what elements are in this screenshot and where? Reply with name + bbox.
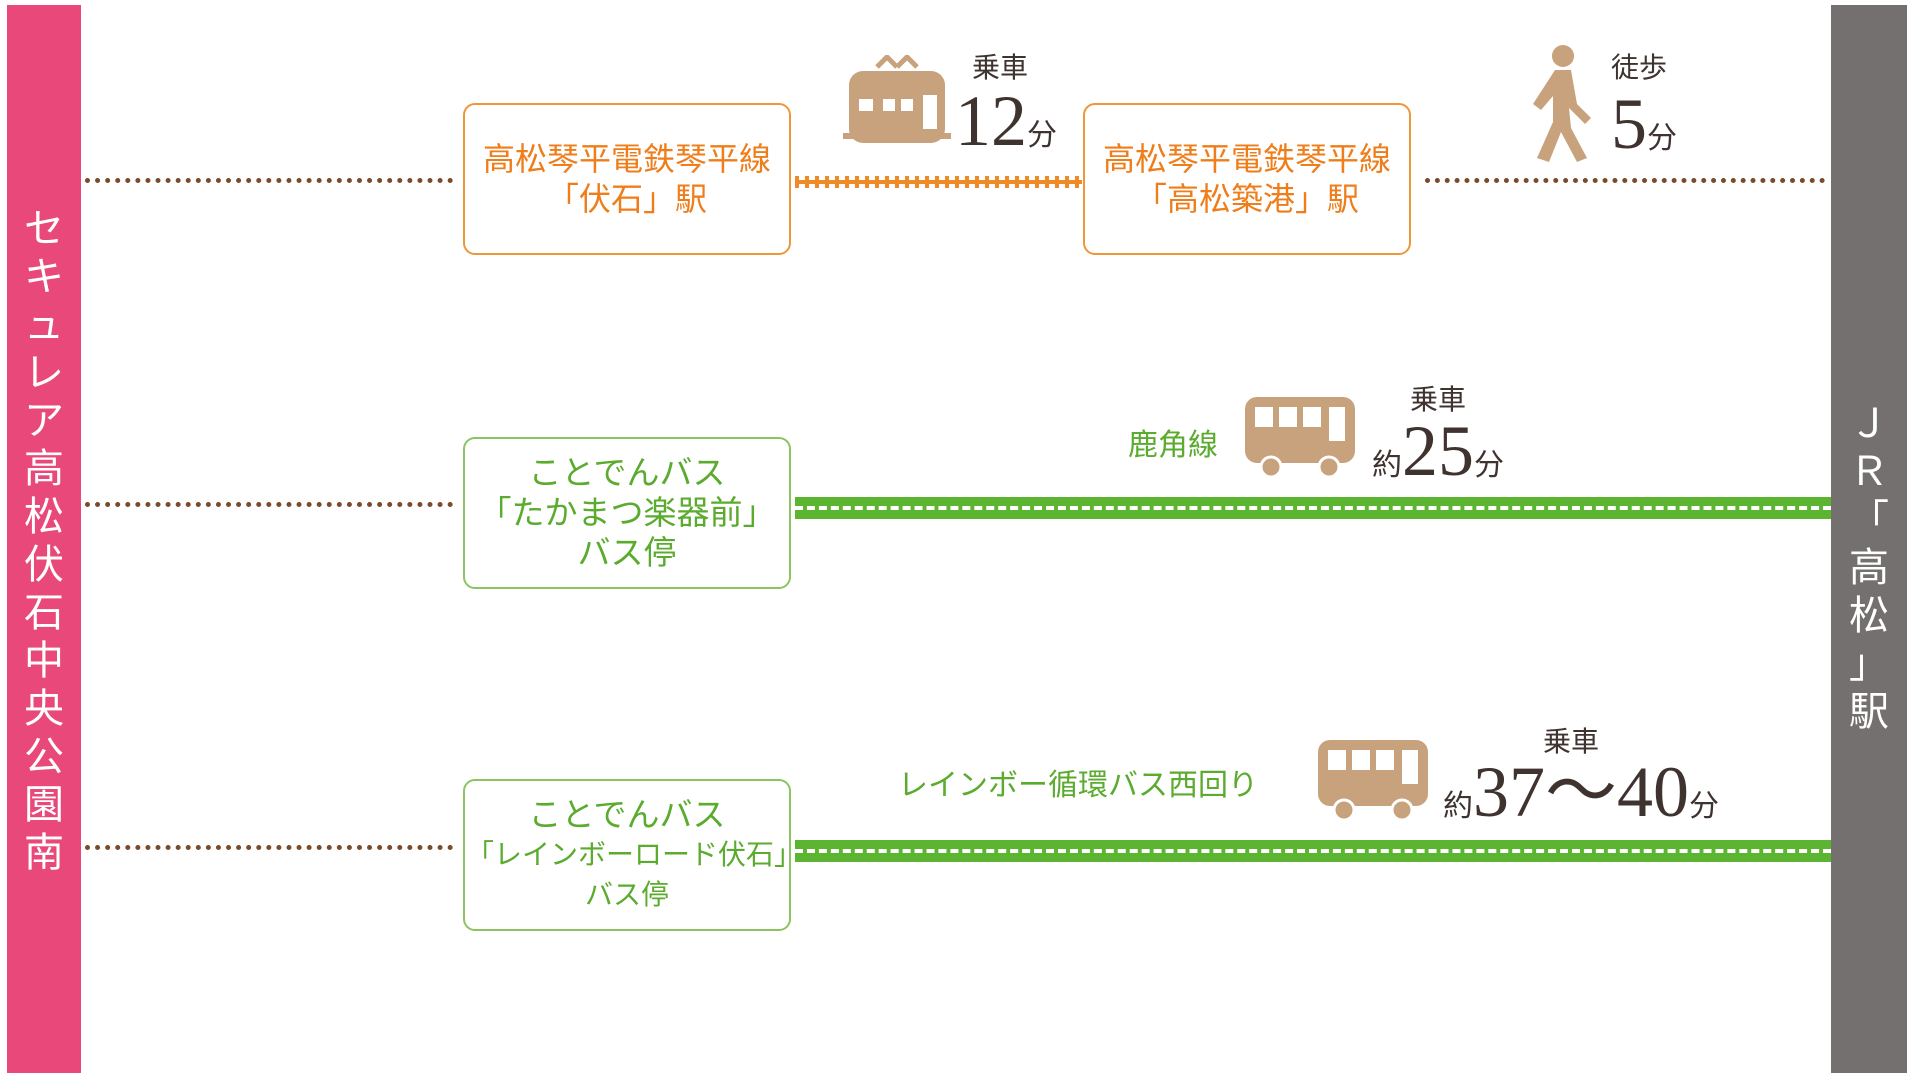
bus-company: ことでんバス xyxy=(528,795,726,834)
minute-unit: 分 xyxy=(1027,118,1057,153)
walk-dots-route3-start xyxy=(85,845,453,850)
bus-icon xyxy=(1245,397,1355,479)
origin-char: 南 xyxy=(24,830,64,876)
destination-char: 駅 xyxy=(1849,689,1889,735)
ride-minutes: 25 xyxy=(1402,411,1474,491)
train-icon xyxy=(843,55,951,143)
bus-company: ことでんバス xyxy=(528,453,726,492)
ride-label: 乗車 xyxy=(1410,383,1467,416)
station-line-name: 高松琴平電鉄琴平線 xyxy=(482,140,771,178)
origin-char: 中 xyxy=(24,638,64,684)
origin-char: 央 xyxy=(24,686,64,732)
bus-line-name: レインボー循環バス西回り xyxy=(898,768,1258,803)
ride-minutes: 37〜40 xyxy=(1473,752,1690,832)
origin-char: 園 xyxy=(24,782,64,828)
origin-char: セ xyxy=(24,206,64,252)
origin-char: キ xyxy=(24,254,64,300)
origin-char: 公 xyxy=(24,734,64,780)
destination-char: 」 xyxy=(1849,641,1889,687)
rail-ties xyxy=(795,176,1082,188)
walk-label: 徒歩 xyxy=(1611,51,1668,84)
ride-time: 約25分 xyxy=(1372,415,1504,487)
origin-char: 松 xyxy=(24,494,64,540)
approx-label: 約 xyxy=(1443,789,1473,824)
ride-time: 約37〜40分 xyxy=(1443,756,1719,828)
origin-char: 伏 xyxy=(24,542,64,588)
walk-dots-route1-start xyxy=(85,178,453,183)
destination-char: 「 xyxy=(1849,497,1889,543)
minute-unit: 分 xyxy=(1689,789,1720,824)
origin-char: 石 xyxy=(24,590,64,636)
bus-stop-name: 「たかまつ楽器前」バス停 xyxy=(478,493,776,572)
destination-char: 松 xyxy=(1849,593,1889,639)
station-box-fuseishi: 高松琴平電鉄琴平線 「伏石」駅 xyxy=(463,103,791,255)
walk-time: 5分 xyxy=(1611,88,1677,160)
station-name: 「伏石」駅 xyxy=(546,180,707,218)
walk-minutes: 5 xyxy=(1611,84,1647,164)
origin-char: ュ xyxy=(24,302,64,348)
bus-icon xyxy=(1318,740,1428,822)
ride-time: 12分 xyxy=(955,85,1057,157)
station-box-chikko: 高松琴平電鉄琴平線 「高松築港」駅 xyxy=(1083,103,1411,255)
bus-route-line xyxy=(795,497,1831,519)
walk-dots-route1-end xyxy=(1425,178,1825,183)
ride-label: 乗車 xyxy=(1543,725,1600,758)
walk-unit: 分 xyxy=(1647,121,1677,156)
approx-label: 約 xyxy=(1372,448,1402,483)
origin-station-name: セキュレア高松伏石中央公園南 xyxy=(7,205,81,877)
ride-label: 乗車 xyxy=(972,51,1029,84)
destination-char: Ｊ xyxy=(1849,401,1889,447)
station-line-name: 高松琴平電鉄琴平線 xyxy=(1102,140,1391,178)
bus-stop-name: 「レインボーロード伏石」バス停 xyxy=(465,838,788,911)
bus-route-line xyxy=(795,840,1831,862)
minute-unit: 分 xyxy=(1474,448,1504,483)
walker-icon xyxy=(1533,45,1591,162)
destination-char: Ｒ xyxy=(1849,449,1889,495)
origin-bar: セキュレア高松伏石中央公園南 xyxy=(7,5,81,1073)
destination-char: 高 xyxy=(1849,545,1889,591)
bus-stop-box-takamatsu-gakki: ことでんバス 「たかまつ楽器前」バス停 xyxy=(463,437,791,589)
origin-char: ア xyxy=(24,398,64,444)
station-name: 「高松築港」駅 xyxy=(1134,180,1359,218)
walk-dots-route2-start xyxy=(85,502,453,507)
bus-stop-box-rainbow-road: ことでんバス 「レインボーロード伏石」バス停 xyxy=(463,779,791,931)
origin-char: レ xyxy=(24,350,64,396)
bus-line-name: 鹿角線 xyxy=(1128,428,1218,463)
origin-char: 高 xyxy=(24,446,64,492)
ride-minutes: 12 xyxy=(955,81,1027,161)
